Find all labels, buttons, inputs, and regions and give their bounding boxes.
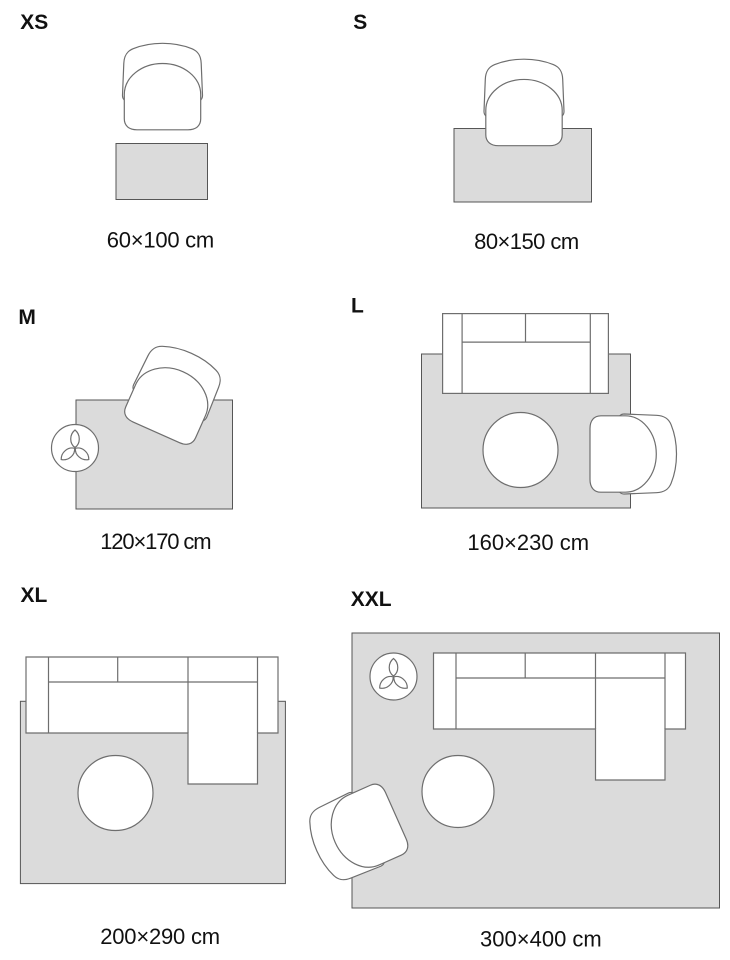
svg-text:XS: XS (20, 11, 48, 34)
svg-text:L: L (351, 295, 364, 318)
svg-text:120×170 cm: 120×170 cm (100, 529, 210, 554)
svg-text:60×100 cm: 60×100 cm (107, 228, 214, 253)
svg-text:300×400 cm: 300×400 cm (480, 926, 602, 951)
svg-text:160×230 cm: 160×230 cm (467, 530, 589, 555)
svg-text:XXL: XXL (351, 588, 392, 611)
svg-text:80×150 cm: 80×150 cm (474, 229, 579, 254)
svg-text:200×290 cm: 200×290 cm (100, 924, 220, 949)
svg-text:S: S (353, 11, 367, 34)
svg-text:XL: XL (21, 584, 48, 607)
svg-text:M: M (18, 306, 36, 329)
